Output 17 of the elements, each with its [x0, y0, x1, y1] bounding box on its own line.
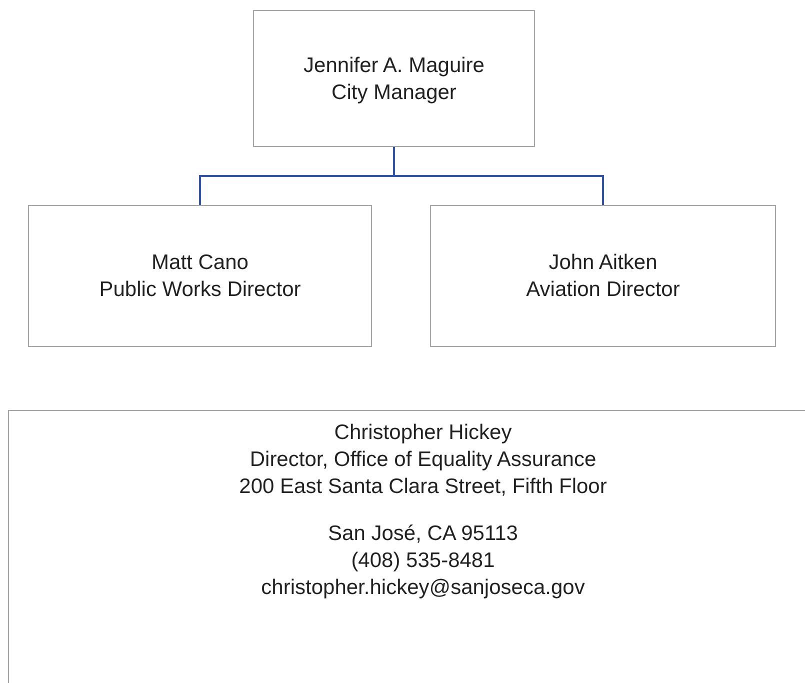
contact-name: Christopher Hickey	[334, 420, 512, 446]
connector-line	[393, 147, 604, 205]
person-box	[253, 10, 535, 147]
person-box	[28, 205, 372, 347]
phone-number: (408) 535-8481	[351, 548, 495, 574]
person-box	[430, 205, 776, 347]
job-title: Aviation Director	[526, 277, 680, 303]
job-title: Director, Office of Equality Assurance	[250, 447, 596, 473]
city-address: San José, CA 95113	[328, 521, 518, 547]
street-address: 200 East Santa Clara Street, Fifth Floor	[239, 474, 607, 500]
job-title: Public Works Director	[99, 277, 301, 303]
person-name: Matt Cano	[152, 250, 248, 276]
contact-box	[8, 410, 805, 683]
person-name: John Aitken	[548, 250, 658, 276]
job-title: City Manager	[332, 80, 456, 106]
email-address: christopher.hickey@sanjoseca.gov	[261, 575, 585, 601]
person-name: Jennifer A. Maguire	[304, 52, 484, 78]
